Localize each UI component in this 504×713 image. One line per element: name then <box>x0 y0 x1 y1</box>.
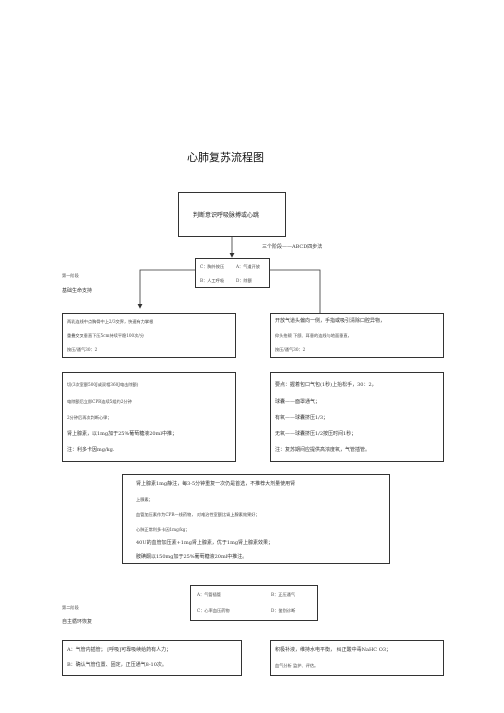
abcd-d: D：除颤 <box>236 278 252 283</box>
drug-line5: 40U的血管加压素+1mg肾上腺素，优于1mg肾上腺素效果； <box>136 540 274 546</box>
airway-line2: 仰头抬颏 下颌、耳垂的连线与地面垂直， <box>275 333 352 338</box>
fluid-line1: 积极补液，维持水电平衡， 纠正酸中毒NaHC O3； <box>275 647 392 653</box>
vent-line3: 有氧——球囊挤压1/3； <box>275 415 329 421</box>
drug-therapy-box: 肾上腺素1mg静注，每3-5分钟重复一次仍是首选，不推荐大剂量使用肾 上腺素； … <box>122 474 390 564</box>
drug-line4: 心肺正常利多卡因1mg/kg； <box>136 527 190 532</box>
compression-line3: 按压/通气30：2 <box>67 347 98 352</box>
vent-line4: 无氧——球囊挤压1/2按压时间1秒； <box>275 431 357 437</box>
intubation-box: A：气管内插管； [呼吸]可靠吸续给药有人力； B：确认气管位置、固定，正压通气… <box>62 640 242 676</box>
assess-text: 判断意识呼吸脉搏或心跳 <box>193 212 260 219</box>
airway-box: 开放气道头偏向一侧，手指或吸引清除口腔异物， 仰头抬颏 下颌、耳垂的连线与地面垂… <box>270 313 444 358</box>
drug-line6: 胺碘酮以150mg加于25%葡萄糖液20ml中推注。 <box>136 554 248 560</box>
defib-line2: 电除颤后立即CPR连续5组约2分钟 <box>67 399 132 404</box>
stage2-abcd-box: A：气管插管 B：正压通气 C：心率血压药物 D：鉴别诊断 <box>190 585 318 621</box>
stage2-d: D：鉴别诊断 <box>271 608 296 613</box>
abcd-b: B：人工呼吸 <box>200 278 225 283</box>
stage1-label: 第一阶段 <box>62 273 79 278</box>
stage2-label: 第二阶段 <box>62 605 79 610</box>
stage2-b: B：正压通气 <box>271 592 296 597</box>
abcd-a: A：气道开放 <box>236 264 260 269</box>
airway-line1: 开放气道头偏向一侧，手指或吸引清除口腔异物， <box>275 318 386 324</box>
stage2-a: A：气管插管 <box>197 592 221 597</box>
vent-line2: 球囊——面罩通气； <box>275 399 321 405</box>
page-title: 心肺复苏流程图 <box>187 151 264 164</box>
fluid-management-box: 积极补液，维持水电平衡， 纠正酸中毒NaHC O3； 血气分析 监护、评估。 <box>270 640 444 676</box>
compression-line1: 两乳连线中点胸骨中上2/3交界，快速有力掌根 <box>67 319 154 324</box>
defib-line3: 2分钟后再次判断心律； <box>67 415 112 420</box>
drug-line2: 上腺素； <box>136 497 153 502</box>
defibrillation-box: 切(3次室颤500J或双相360J电击除颤) 电除颤后立即CPR连续5组约2分钟… <box>62 372 236 462</box>
drug-line3: 血管加压素作为CPR一线药物， 对难治性室颤比肾上腺素效果好； <box>136 512 260 517</box>
defib-line4: 肾上腺素，以1mg加于25%葡萄糖液20ml中推； <box>67 431 177 437</box>
three-stage-label: 三个阶段——ABCD四步法 <box>262 244 323 250</box>
defib-line5: 注：利多卡因mg/kg. <box>67 447 115 453</box>
defib-line1: 切(3次室颤500J或双相360J电击除颤) <box>67 382 139 387</box>
abcd-box: C：胸外按压 A：气道开放 B：人工呼吸 D：除颤 <box>195 258 270 288</box>
compression-box: 两乳连线中点胸骨中上2/3交界，快速有力掌根 重叠交叉垂直下压5cm持续平稳10… <box>62 313 236 358</box>
stage2-sublabel: 自主循环恢复 <box>62 619 93 625</box>
vent-line1: 要点：握着包口气包(1秒)上抬松手，30：2， <box>275 382 377 388</box>
stage1-sublabel: 基础生命支持 <box>62 288 93 294</box>
compression-line2: 重叠交叉垂直下压5cm持续平稳100次/分 <box>67 333 145 338</box>
stage2-c: C：心率血压药物 <box>197 608 230 613</box>
assess-box: 判断意识呼吸脉搏或心跳 <box>178 192 286 237</box>
intubation-line1: A：气管内插管； [呼吸]可靠吸续给药有人力； <box>67 647 172 653</box>
vent-line5: 注：复苏期间应提供高浓度氧，气管插管。 <box>275 447 371 453</box>
abcd-c: C：胸外按压 <box>200 264 225 269</box>
drug-line1: 肾上腺素1mg静注，每3-5分钟重复一次仍是首选，不推荐大剂量使用肾 <box>136 481 296 487</box>
fluid-line2: 血气分析 监护、评估。 <box>275 663 319 668</box>
airway-line3: 按压/通气30：2 <box>275 347 306 352</box>
ventilation-box: 要点：握着包口气包(1秒)上抬松手，30：2， 球囊——面罩通气； 有氧——球囊… <box>270 372 444 462</box>
intubation-line2: B：确认气管位置、固定，正压通气8-10次。 <box>67 662 167 668</box>
